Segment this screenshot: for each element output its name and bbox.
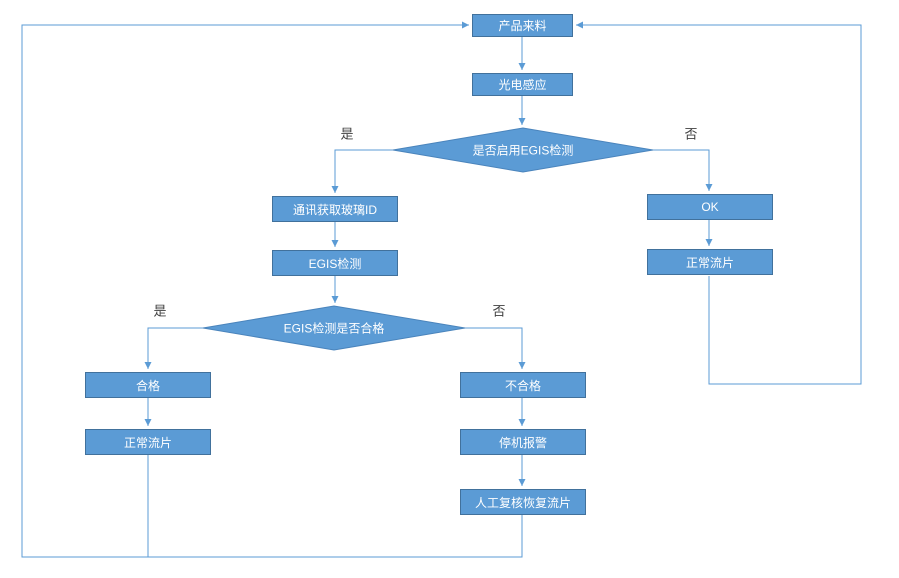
decision-egis-enabled-shape (392, 127, 654, 173)
node-product-arrival: 产品来料 (472, 14, 573, 37)
node-stop-alarm: 停机报警 (460, 429, 586, 455)
node-normal-flow-right: 正常流片 (647, 249, 773, 275)
node-get-glass-id: 通讯获取玻璃ID (272, 196, 398, 222)
edge-label-enable-no: 否 (684, 126, 698, 142)
node-pass: 合格 (85, 372, 211, 398)
edge-label-pass-yes: 是 (153, 303, 167, 319)
node-manual-recheck: 人工复核恢复流片 (460, 489, 586, 515)
decision-egis-pass-shape (202, 305, 466, 351)
decision-egis-pass-label: EGIS检测是否合格 (283, 321, 385, 336)
node-ok: OK (647, 194, 773, 220)
node-normal-flow-left: 正常流片 (85, 429, 211, 455)
node-egis-test: EGIS检测 (272, 250, 398, 276)
edge-label-pass-no: 否 (492, 303, 506, 319)
decision-egis-enabled-label: 是否启用EGIS检测 (472, 143, 574, 158)
node-fail: 不合格 (460, 372, 586, 398)
node-photo-sensor: 光电感应 (472, 73, 573, 96)
edge-label-enable-yes: 是 (340, 126, 354, 142)
